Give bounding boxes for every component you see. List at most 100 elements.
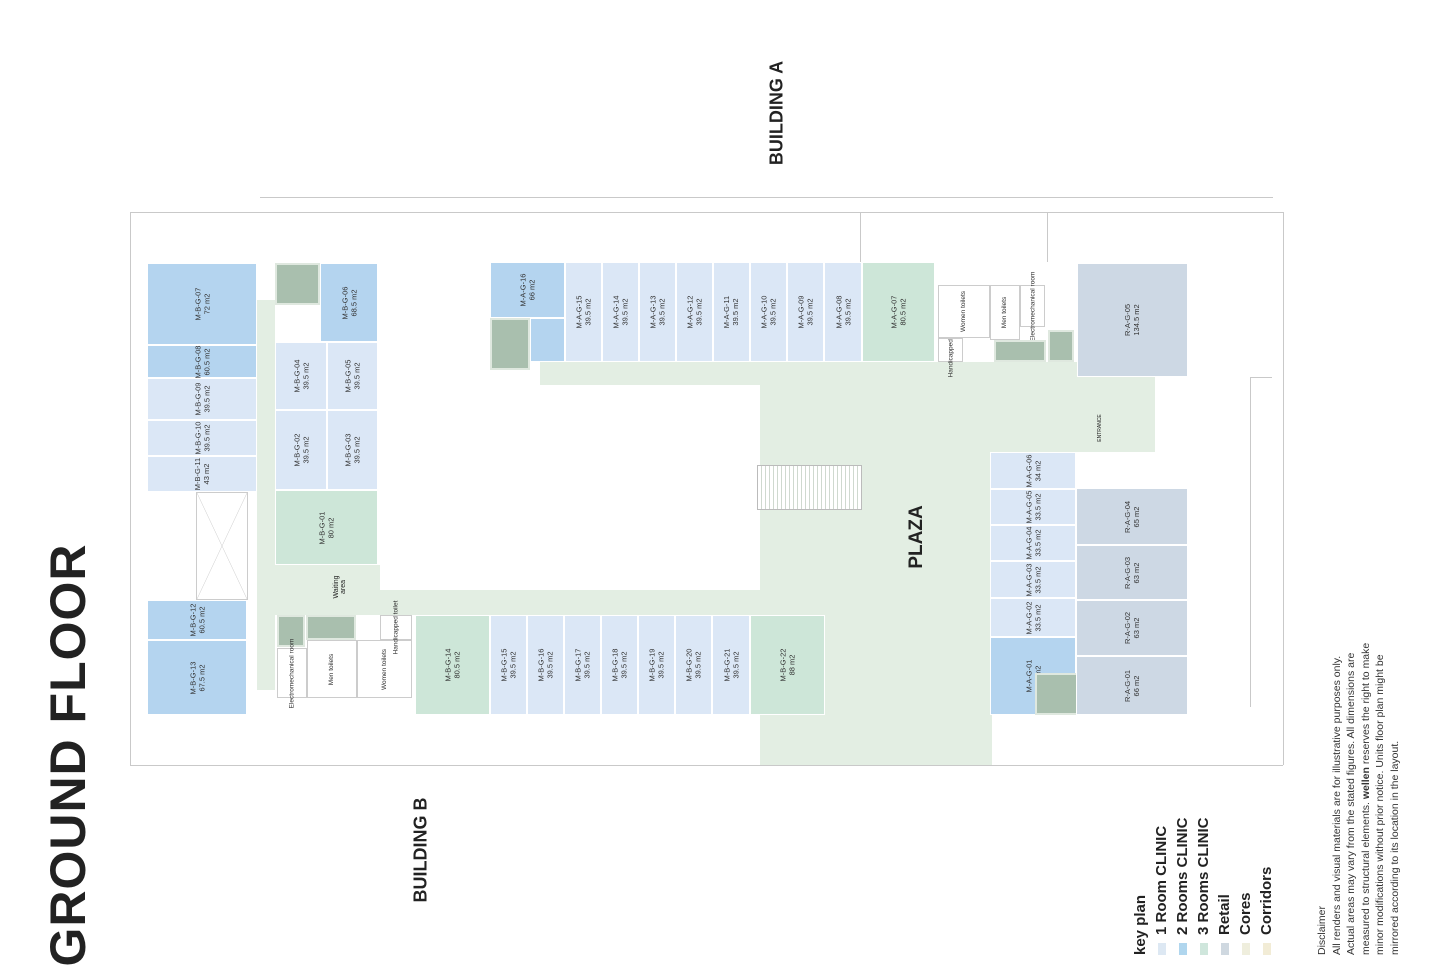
women-toilets: Women toilets (938, 285, 990, 338)
unit-id: M-B-G-09 (192, 382, 202, 416)
elevator-core (306, 615, 356, 640)
electromechanical-room: Electromechanical room (1020, 271, 1045, 341)
unit-id: R-A-G-03 (1123, 556, 1132, 589)
unit-id: M-B-G-01 (317, 511, 327, 544)
unit-id: M-B-G-10 (192, 421, 202, 455)
unit-id: M-A-G-16 (518, 273, 528, 307)
unit-area: 33.5 m2 (1032, 603, 1042, 632)
unit-id: M-B-G-13 (187, 661, 197, 694)
unit-id: M-B-G-05 (343, 359, 353, 393)
unit-id: M-B-G-14 (443, 648, 453, 682)
unit-area: 34 m2 (1032, 460, 1042, 481)
unit-area: 39.5 m2 (545, 651, 555, 679)
unit-area: 39.5 m2 (300, 436, 310, 464)
legend-label: Cores (1237, 892, 1254, 935)
unit-id: M-A-G-03 (1023, 563, 1033, 596)
legend-label: 3 Rooms CLINIC (1195, 817, 1212, 935)
unit-id: M-B-G-20 (684, 648, 694, 682)
unit-id: M-A-G-06 (1023, 454, 1033, 487)
unit-id: R-A-G-04 (1123, 500, 1132, 533)
legend-item: 3 Rooms CLINIC (1193, 817, 1214, 955)
unit-m-a-g-16-part[interactable] (530, 318, 565, 362)
stair-core (275, 263, 320, 305)
void (196, 492, 248, 600)
unit-area: 39.5 m2 (730, 651, 740, 679)
legend-item: 2 Rooms CLINIC (1172, 817, 1193, 955)
unit-id: M-B-G-21 (721, 648, 731, 682)
unit-area: 39.5 m2 (583, 298, 593, 326)
unit-area: 39.5 m2 (619, 651, 629, 679)
unit-id: M-A-G-10 (759, 295, 769, 329)
building-a-label: BUILDING A (766, 60, 787, 166)
unit-area: 63 m2 (1132, 562, 1141, 583)
unit-id: M-A-G-09 (796, 295, 806, 329)
unit-area: 67.5 m2 (196, 663, 206, 692)
disclaimer-title: Disclaimer (1316, 905, 1328, 955)
unit-id: M-A-G-12 (685, 295, 695, 329)
unit-area: 65 m2 (1132, 506, 1141, 527)
unit-id: M-B-G-08 (192, 345, 202, 378)
unit-id: M-A-G-01 (1023, 659, 1033, 693)
legend-swatch (1241, 943, 1250, 955)
unit-area: 39.5 m2 (620, 298, 630, 326)
unit-area: 39.5 m2 (657, 298, 667, 326)
unit-id: M-B-G-12 (187, 603, 197, 637)
unit-id: M-B-G-17 (573, 648, 583, 682)
elevator-core (1048, 330, 1074, 362)
unit-id: R-A-G-02 (1123, 611, 1132, 645)
women-toilets: Women toilets (357, 640, 412, 698)
electromechanical-room: Electromechanical room (277, 638, 307, 708)
unit-area: 33.5 m2 (1032, 529, 1042, 557)
key-plan-legend: key plan 1 Room CLINIC 2 Rooms CLINIC 3 … (1130, 817, 1277, 955)
unit-id: M-B-G-22 (778, 648, 788, 682)
unit-area: 72 m2 (201, 293, 211, 315)
unit-id: M-B-G-11 (193, 457, 202, 491)
legend-label: 1 Room CLINIC (1153, 825, 1170, 935)
unit-area: 39.5 m2 (842, 298, 852, 326)
stairs (757, 465, 862, 510)
men-toilets: Men toilets (307, 640, 357, 698)
